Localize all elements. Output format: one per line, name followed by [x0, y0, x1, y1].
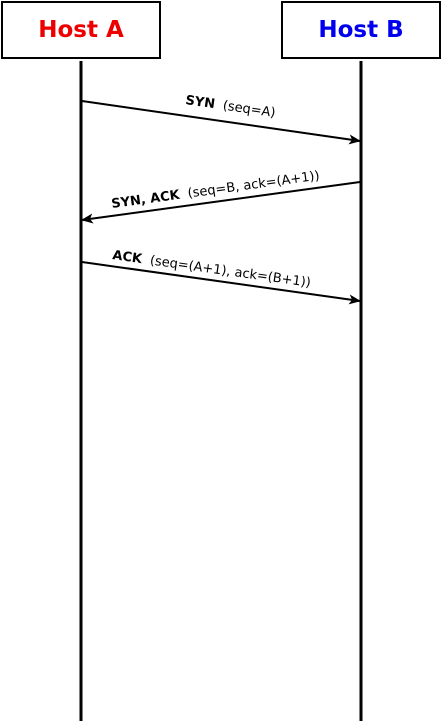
syn-params: (seq=A)	[222, 99, 277, 121]
syn-ack-arrow	[81, 181, 361, 224]
syn-arrow	[81, 100, 361, 145]
host-a-label: Host A	[38, 17, 124, 43]
ack-params: (seq=(A+1), ack=(B+1))	[149, 253, 312, 290]
syn-label: SYN (seq=A)	[184, 93, 276, 121]
ack-arrow	[81, 261, 361, 305]
host-b-box: Host B	[281, 1, 441, 59]
syn-ack-label: SYN, ACK (seq=B, ack=(A+1))	[111, 169, 321, 212]
host-b-label: Host B	[318, 17, 404, 43]
ack-kind: ACK	[111, 248, 143, 267]
syn-kind: SYN	[184, 93, 215, 112]
host-a-box: Host A	[1, 1, 161, 59]
